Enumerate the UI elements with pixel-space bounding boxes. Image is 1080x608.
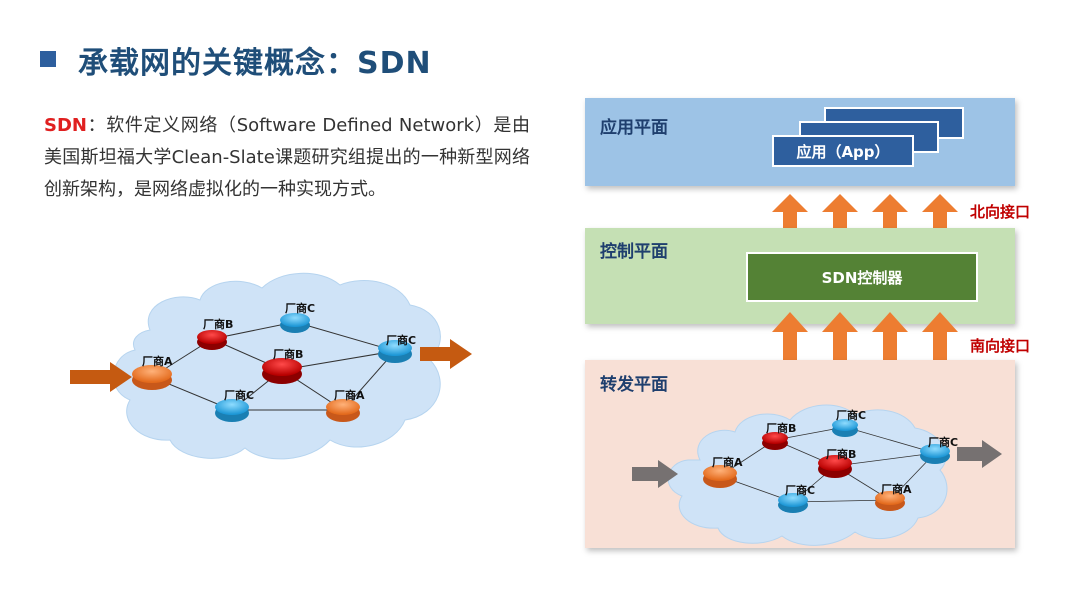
sdn-description: SDN：软件定义网络（Software Defined Network）是由美国…: [44, 110, 530, 206]
left-out-arrow: [420, 339, 472, 369]
vendor-label: 厂商C: [224, 388, 254, 402]
router-icon: [280, 313, 310, 333]
sdn-controller-label: SDN控制器: [822, 269, 904, 287]
vendor-label: 厂商A: [881, 482, 912, 496]
vendor-label: 厂商A: [712, 455, 743, 469]
right-out-arrow: [957, 440, 1002, 468]
vendor-label: 厂商C: [386, 333, 416, 347]
right-network-cloud: [667, 404, 948, 546]
forwarding-plane-label: 转发平面: [600, 374, 668, 395]
router-icon: [832, 419, 858, 437]
router-icon: [215, 399, 249, 422]
vendor-label: 厂商C: [785, 483, 815, 497]
vendor-label: 厂商A: [334, 388, 365, 402]
vendor-label: 厂商C: [928, 435, 958, 449]
vendor-label: 厂商C: [285, 301, 315, 315]
router-icon: [762, 432, 788, 450]
left-network: 厂商A 厂商B 厂商C 厂商B 厂商C 厂商C 厂商A: [70, 272, 472, 460]
vendor-label: 厂商B: [203, 317, 233, 331]
app-box: [772, 135, 914, 167]
sdn-description-text: ：软件定义网络（Software Defined Network）是由美国斯坦福…: [44, 115, 530, 200]
right-in-arrow: [632, 460, 678, 488]
vendor-label: 厂商B: [826, 447, 856, 461]
left-in-arrow: [70, 362, 132, 392]
northbound-interface-label: 北向接口: [970, 203, 1030, 221]
vendor-label: 厂商A: [142, 354, 173, 368]
southbound-interface-label: 南向接口: [970, 337, 1030, 355]
right-network: 厂商A 厂商B 厂商C 厂商B 厂商C 厂商C 厂商A: [632, 404, 1002, 546]
router-icon: [818, 455, 852, 478]
vendor-label: 厂商B: [273, 347, 303, 361]
app-plane: 应用平面 应用（App）: [585, 98, 1015, 186]
router-icon: [920, 444, 950, 464]
app-box-label: 应用（App）: [796, 143, 889, 161]
control-plane-label: 控制平面: [600, 241, 668, 262]
router-icon: [703, 465, 737, 488]
router-icon: [378, 340, 412, 363]
router-icon: [326, 399, 360, 422]
router-icon: [875, 491, 905, 511]
router-icon: [262, 358, 302, 384]
sdn-controller-box: [746, 252, 978, 302]
router-icon: [197, 330, 227, 350]
sdn-keyword: SDN: [44, 115, 87, 136]
router-icon: [132, 365, 172, 390]
router-icon: [778, 493, 808, 513]
vendor-label: 厂商C: [836, 408, 866, 422]
slide-title: 承载网的关键概念：SDN: [78, 46, 432, 81]
control-plane: 控制平面 SDN控制器: [585, 228, 1015, 324]
title-bullet: [40, 51, 56, 67]
app-plane-label: 应用平面: [600, 117, 668, 138]
vendor-label: 厂商B: [766, 421, 796, 435]
